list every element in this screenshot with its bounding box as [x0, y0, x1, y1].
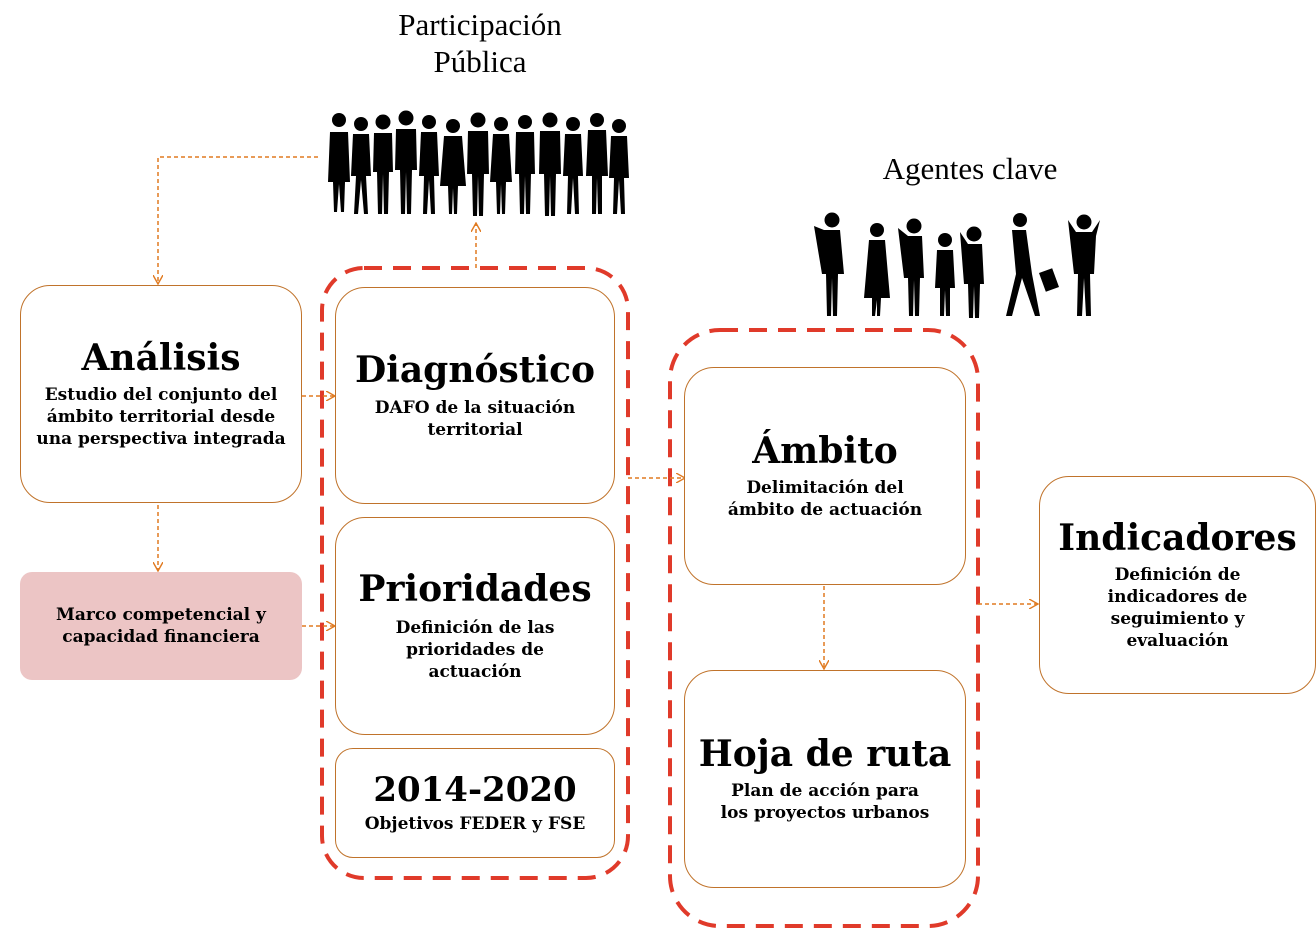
diagnostico-desc: DAFO de la situación territorial	[374, 398, 576, 441]
periodo-box: 2014-2020 Objetivos FEDER y FSE	[335, 748, 615, 858]
analisis-title: Análisis	[81, 337, 241, 380]
prioridades-box: Prioridades Definición de las prioridade…	[335, 517, 615, 735]
ambito-title: Ámbito	[752, 430, 898, 473]
diagnostico-title: Diagnóstico	[354, 348, 596, 391]
ambito-box: Ámbito Delimitación del ámbito de actuac…	[684, 367, 966, 585]
prioridades-title: Prioridades	[358, 568, 592, 611]
periodo-title: 2014-2020	[373, 770, 577, 811]
hoja-de-ruta-desc: Plan de acción para los proyectos urbano…	[720, 780, 930, 823]
crowd-silhouette-icon	[328, 110, 629, 216]
marco-desc: Marco competencial y capacidad financier…	[56, 604, 266, 647]
participacion-heading: Participación Pública	[398, 7, 562, 80]
diagnostico-box: Diagnóstico DAFO de la situación territo…	[335, 287, 615, 504]
prioridades-desc: Definición de las prioridades de actuaci…	[395, 617, 555, 682]
indicadores-desc: Definición de indicadores de seguimiento…	[1107, 564, 1248, 651]
key-agents-silhouette-icon	[814, 212, 1100, 318]
diagnostico-group-frame	[320, 266, 630, 880]
analisis-desc: Estudio del conjunto del ámbito territor…	[36, 384, 286, 449]
analisis-box: Análisis Estudio del conjunto del ámbito…	[20, 285, 302, 503]
indicadores-box: Indicadores Definición de indicadores de…	[1039, 476, 1316, 694]
ambito-desc: Delimitación del ámbito de actuación	[727, 477, 923, 520]
marco-box: Marco competencial y capacidad financier…	[20, 572, 302, 680]
arrow-crowd-to-analisis	[158, 156, 318, 283]
periodo-desc: Objetivos FEDER y FSE	[364, 813, 586, 834]
agentes-heading: Agentes clave	[882, 151, 1058, 186]
hoja-de-ruta-box: Hoja de ruta Plan de acción para los pro…	[684, 670, 966, 888]
ambito-group-frame	[668, 328, 980, 928]
indicadores-title: Indicadores	[1058, 517, 1297, 560]
hoja-de-ruta-title: Hoja de ruta	[698, 733, 952, 776]
